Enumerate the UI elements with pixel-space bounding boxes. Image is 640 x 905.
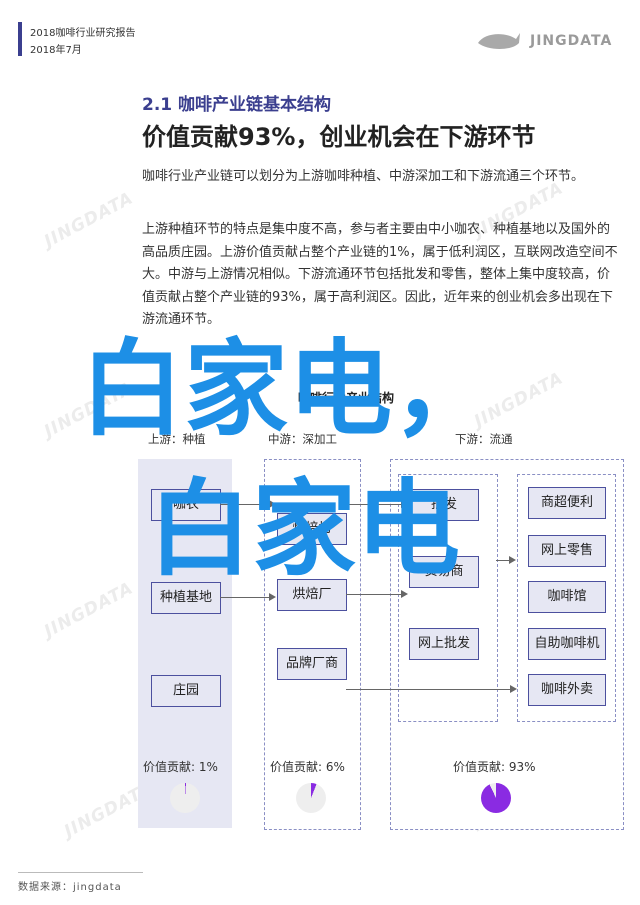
chain-node: 烘焙厂	[277, 579, 347, 611]
chart-title: 咖啡行业产业结构	[298, 391, 395, 405]
value-pie-midstream	[296, 783, 326, 813]
whale-logo-icon	[478, 33, 520, 49]
chain-node: 庄园	[151, 675, 221, 707]
flow-arrow	[496, 560, 510, 561]
brand-logo: JINGDATA	[530, 33, 613, 49]
value-contribution-midstream: 价值贡献: 6%	[270, 760, 345, 774]
stage-label-upstream: 上游：种植	[148, 432, 206, 446]
value-pie-upstream	[170, 783, 200, 813]
watermark: JINGDATA	[41, 578, 137, 642]
value-contribution-upstream: 价值贡献: 1%	[143, 760, 218, 774]
retail-group	[517, 474, 616, 722]
stage-label-downstream: 下游：流通	[455, 432, 513, 446]
stage-label-midstream: 中游：深加工	[268, 432, 337, 446]
report-title: 2018咖啡行业研究报告	[30, 28, 136, 39]
flow-arrow	[346, 689, 511, 690]
arrow-head-icon	[510, 685, 517, 693]
chain-node: 品牌厂商	[277, 648, 347, 680]
wholesale-group	[398, 474, 498, 722]
flow-arrow	[346, 504, 402, 505]
chain-node: 网上零售	[528, 535, 606, 567]
value-contribution-downstream: 价值贡献: 93%	[453, 760, 536, 774]
arrow-head-icon	[401, 590, 408, 598]
report-date: 2018年7月	[30, 45, 82, 56]
chain-node: 烘焙坊	[277, 513, 347, 545]
chain-node: 咖农	[151, 489, 221, 521]
arrow-head-icon	[509, 556, 516, 564]
arrow-head-icon	[401, 500, 408, 508]
page-headline: 价值贡献93%，创业机会在下游环节	[142, 123, 536, 151]
chain-node: 贸易商	[409, 556, 479, 588]
flow-arrow	[220, 597, 270, 598]
chain-node: 咖啡馆	[528, 581, 606, 613]
chain-node: 商超便利	[528, 487, 606, 519]
paragraph: 上游种植环节的特点是集中度不高，参与者主要由中小咖农、种植基地以及国外的高品质庄…	[142, 222, 618, 327]
data-source: 数据来源：jingdata	[18, 882, 122, 893]
chain-node: 种植基地	[151, 582, 221, 614]
flow-arrow	[346, 594, 402, 595]
chain-node: 咖啡外卖	[528, 674, 606, 706]
overlay-watermark-text: 白家电	[148, 468, 461, 590]
arrow-head-icon	[269, 593, 276, 601]
chain-node: 自助咖啡机	[528, 628, 606, 660]
overlay-watermark-text: 白家电，	[80, 328, 497, 450]
arrow-head-icon	[269, 500, 276, 508]
flow-arrow	[220, 504, 270, 505]
paragraph: 咖啡行业产业链可以划分为上游咖啡种植、中游深加工和下游流通三个环节。	[142, 169, 585, 184]
header-accent-bar	[18, 22, 22, 56]
section-title: 2.1 咖啡产业链基本结构	[142, 95, 332, 115]
watermark: JINGDATA	[41, 188, 137, 252]
footer-divider	[18, 872, 143, 873]
chain-node: 网上批发	[409, 628, 479, 660]
value-pie-downstream	[481, 783, 511, 813]
chain-node: 批发	[409, 489, 479, 521]
